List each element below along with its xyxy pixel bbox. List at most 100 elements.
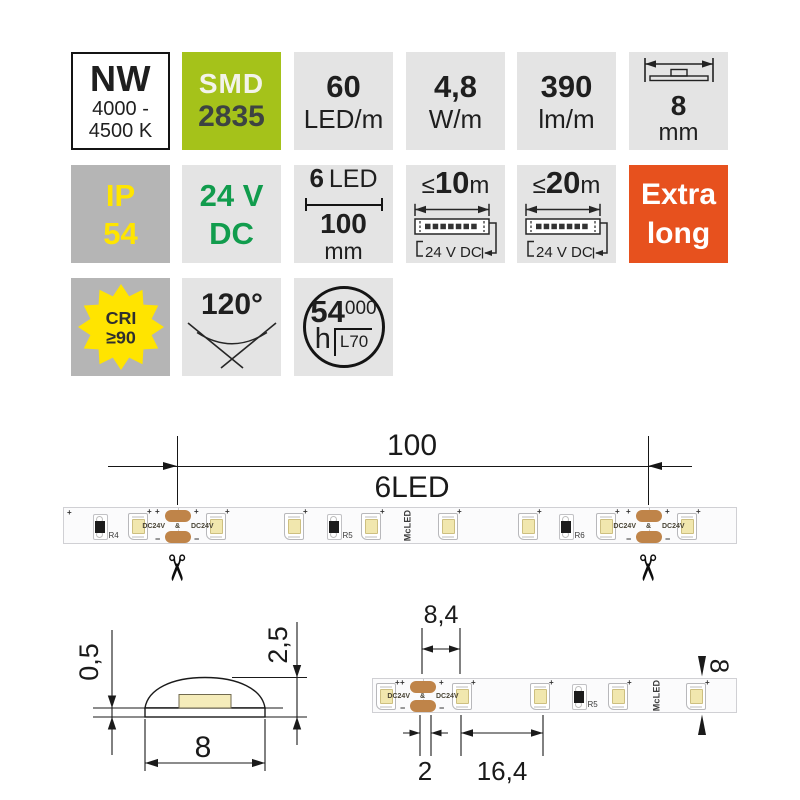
solder-pad — [636, 510, 662, 522]
led-density-unit: LED/m — [303, 103, 384, 134]
width-icon — [643, 58, 714, 82]
pad-voltage-label: DC24V — [436, 692, 459, 700]
flux-value: 390 — [540, 68, 593, 104]
run-suffix: m — [469, 172, 490, 199]
led-contact — [681, 515, 693, 518]
polarity-plus: + — [225, 507, 230, 516]
badge-max-run-10m: ≤10 m 24 V DC — [406, 165, 505, 263]
badge-led-per-m: 60 LED/m — [294, 52, 393, 150]
badge-watt-per-m: 4,8 W/m — [406, 52, 505, 150]
cri-star-icon: CRI ≥90 — [77, 284, 164, 370]
voltage-value: 24 V — [199, 177, 264, 213]
dimension-arrows — [409, 645, 706, 737]
polarity-plus: + — [471, 678, 476, 687]
led-chip — [441, 519, 455, 534]
cut-line — [648, 508, 650, 543]
run-suffix: m — [580, 172, 601, 199]
resistor-body — [561, 521, 571, 533]
pad-voltage-label: DC24V — [613, 522, 636, 530]
strip-cross-section: 0,5 2,5 8 — [74, 622, 307, 771]
smd-label: SMD — [198, 68, 265, 99]
led-icon — [361, 513, 381, 540]
polarity-plus: + — [626, 507, 631, 516]
lifetime-value-big: 54 — [310, 293, 345, 329]
extension-line-right — [647, 436, 649, 505]
voltage-type: DC — [209, 215, 254, 251]
led-contact — [522, 515, 534, 518]
badge-cri: CRI ≥90 — [71, 278, 170, 376]
led-contact — [380, 685, 392, 688]
led-icon — [596, 513, 616, 540]
resistor-label: R6 — [574, 531, 585, 540]
led-contact — [365, 515, 377, 518]
resistor-icon — [571, 683, 587, 710]
polarity-minus: − — [155, 534, 161, 544]
led-contact — [612, 685, 624, 688]
segment-length-label: 100 — [386, 429, 438, 462]
pcb-section — [144, 707, 266, 718]
badge-voltage: 24 V DC — [182, 165, 281, 263]
ip-value: 54 — [103, 215, 138, 251]
scissors-icon: ✂ — [627, 552, 669, 584]
solder-pad — [165, 510, 191, 522]
power-value: 4,8 — [433, 68, 478, 104]
solder-pad — [636, 531, 662, 543]
lifetime-value-small: 000 — [344, 297, 377, 319]
brand-label: McLED — [402, 509, 413, 541]
polarity-minus: − — [626, 534, 632, 544]
led-chip — [379, 689, 393, 704]
lifetime-unit: h — [314, 323, 331, 356]
badge-width: 8 mm — [629, 52, 728, 150]
extension-line-left — [176, 436, 178, 505]
badge-smd-2835: SMD 2835 — [182, 52, 281, 150]
led-contact — [690, 685, 702, 688]
led-contact — [210, 515, 222, 518]
polarity-plus: + — [194, 507, 199, 516]
width-unit: mm — [658, 119, 699, 146]
polarity-plus: + — [627, 678, 632, 687]
led-chip — [209, 519, 223, 534]
resistor-body — [95, 521, 105, 533]
led-contact — [442, 515, 454, 518]
led-icon — [438, 513, 458, 540]
flux-unit: lm/m — [538, 103, 595, 134]
lifetime-l70-box: L70 — [333, 328, 373, 357]
joint-mark: & — [646, 522, 652, 530]
cut-length-unit: mm — [324, 238, 363, 264]
pad-gap-label: 2 — [418, 756, 432, 786]
run-value: 10 — [434, 165, 470, 200]
led-icon — [128, 513, 148, 540]
run-voltage-label: 24 V DC — [536, 244, 593, 261]
led-density-value: 60 — [326, 68, 361, 104]
led-pitch-label: 16,4 — [477, 756, 528, 786]
strip-run-icon: 24 V DC — [524, 203, 608, 261]
led-chip — [611, 689, 625, 704]
led-chip — [599, 519, 613, 534]
led-section — [178, 694, 232, 709]
resistor-body — [574, 691, 584, 703]
run-prefix: ≤ — [421, 172, 435, 199]
height-label: 2,5 — [263, 626, 293, 664]
cut-line — [422, 679, 424, 712]
polarity-plus: + — [155, 507, 160, 516]
resistor-icon — [558, 513, 574, 540]
led-contact — [456, 685, 468, 688]
resistor-body — [329, 521, 339, 533]
led-icon — [686, 683, 706, 710]
resistor-icon — [92, 513, 108, 540]
polarity-plus: + — [400, 678, 405, 687]
led-icon — [376, 683, 396, 710]
led-chip — [689, 689, 703, 704]
polarity-plus: + — [665, 507, 670, 516]
badge-extra-long: Extra long — [629, 165, 728, 263]
led-contact — [522, 535, 534, 538]
scissors-icon: ✂ — [156, 552, 198, 584]
extra-long-line-2: long — [646, 216, 711, 250]
led-icon — [206, 513, 226, 540]
extra-long-line-1: Extra — [640, 177, 717, 211]
width-value: 8 — [670, 90, 687, 121]
resistor-label: R4 — [108, 531, 119, 540]
tick-right — [380, 198, 383, 211]
led-icon — [452, 683, 472, 710]
